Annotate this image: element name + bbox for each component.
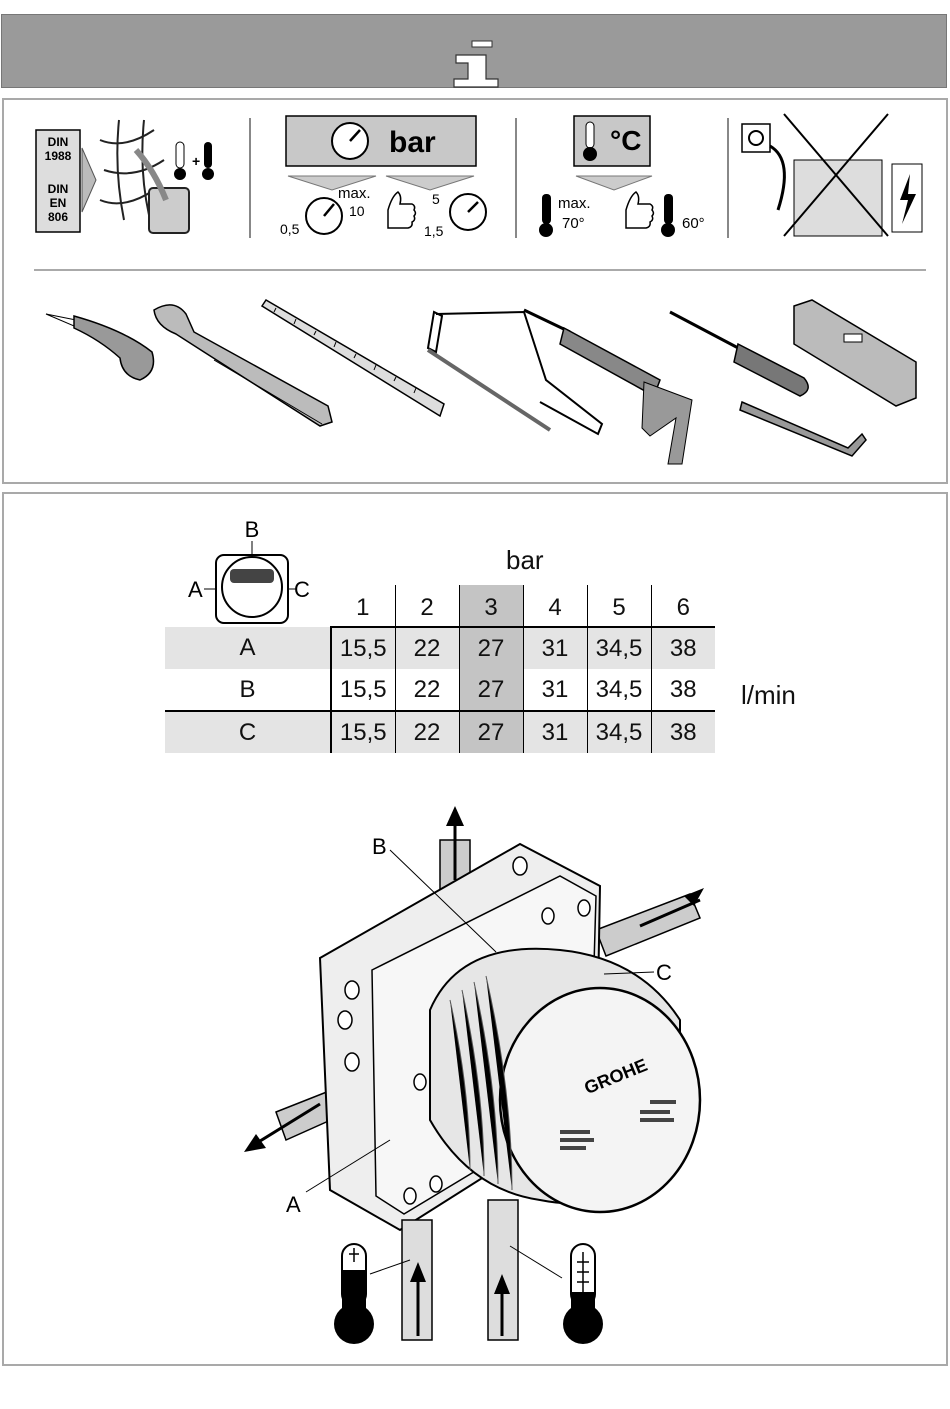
pressure-header: 5 bbox=[587, 585, 651, 627]
table-row: B 15,5 22 27 31 34,5 38 bbox=[165, 669, 715, 711]
table-cell: 34,5 bbox=[587, 627, 651, 669]
table-cell: 34,5 bbox=[587, 669, 651, 711]
flow-rate-table: 1 2 3 4 5 6 A 15,5 22 27 31 34,5 38 B 15… bbox=[165, 585, 715, 753]
callout-label-b: B bbox=[372, 834, 387, 859]
table-header-row: 1 2 3 4 5 6 bbox=[165, 585, 715, 627]
hacksaw-icon bbox=[428, 312, 602, 434]
pressure-max-label: max. bbox=[338, 185, 371, 202]
section-header bbox=[1, 14, 947, 88]
temperature-max: 70° bbox=[562, 215, 585, 232]
pressure-rec-high: 5 bbox=[432, 191, 440, 207]
pressure-header: 1 bbox=[331, 585, 395, 627]
pressure-header: 2 bbox=[395, 585, 459, 627]
table-cell: 27 bbox=[459, 711, 523, 753]
din-label-1: DIN bbox=[48, 135, 69, 149]
table-cell: 27 bbox=[459, 627, 523, 669]
hex-key-icon bbox=[740, 402, 866, 456]
table-cell: 15,5 bbox=[331, 627, 395, 669]
flow-unit: l/min bbox=[741, 680, 796, 711]
row-label: A bbox=[165, 627, 331, 669]
info-icon bbox=[2, 15, 948, 89]
pressure-header: 4 bbox=[523, 585, 587, 627]
pressure-min: 0,5 bbox=[280, 221, 300, 237]
pressure-box: bar 0,5 max. 10 5 1,5 bbox=[280, 116, 486, 239]
inlet-pipe-hot bbox=[488, 1200, 518, 1340]
no-electricity-icon bbox=[742, 114, 922, 236]
table-cell: 34,5 bbox=[587, 711, 651, 753]
table-cell: 31 bbox=[523, 669, 587, 711]
din-standard-box: DIN 1988 DIN EN 806 bbox=[36, 130, 96, 232]
din-label-2: 1988 bbox=[45, 149, 72, 163]
silicone-gun-icon bbox=[524, 310, 692, 464]
table-cell: 31 bbox=[523, 711, 587, 753]
screwdriver-icon bbox=[670, 312, 808, 396]
temperature-unit: °C bbox=[610, 125, 641, 156]
thumbs-up-icon bbox=[388, 192, 416, 228]
table-cell: 15,5 bbox=[331, 669, 395, 711]
spirit-level-icon bbox=[794, 300, 916, 406]
temperature-max-label: max. bbox=[558, 195, 591, 212]
knife-icon bbox=[46, 314, 154, 380]
table-cell: 38 bbox=[651, 711, 715, 753]
table-cell: 31 bbox=[523, 627, 587, 669]
table-cell: 15,5 bbox=[331, 711, 395, 753]
table-cell: 38 bbox=[651, 627, 715, 669]
pressure-axis-unit: bar bbox=[506, 545, 544, 576]
outlet-pipe-c bbox=[596, 888, 704, 956]
mixer-body-illustration: GROHE B C A bbox=[0, 800, 950, 1360]
table-cell: 22 bbox=[395, 627, 459, 669]
callout-label-a: A bbox=[286, 1192, 301, 1217]
temperature-box: °C max. 70° 60° bbox=[539, 116, 705, 237]
prerequisites-panel: DIN 1988 DIN EN 806 + bar bbox=[2, 98, 948, 484]
din-label-4: EN bbox=[50, 196, 67, 210]
din-label-5: 806 bbox=[48, 210, 68, 224]
callout-label-c: C bbox=[656, 960, 672, 985]
table-cell: 22 bbox=[395, 711, 459, 753]
thermometer-pair-icon: + bbox=[174, 142, 214, 180]
outlet-label-b: B bbox=[245, 517, 260, 542]
inlet-pipe-cold bbox=[402, 1220, 432, 1340]
svg-text:+: + bbox=[192, 153, 200, 169]
pressure-header: 6 bbox=[651, 585, 715, 627]
pressure-max: 10 bbox=[349, 203, 365, 219]
table-row: A 15,5 22 27 31 34,5 38 bbox=[165, 627, 715, 669]
table-cell: 27 bbox=[459, 669, 523, 711]
cold-water-thermometer-icon bbox=[334, 1244, 410, 1344]
row-label: C bbox=[165, 711, 331, 753]
pressure-unit: bar bbox=[389, 126, 436, 159]
din-label-3: DIN bbox=[48, 182, 69, 196]
pressure-header: 3 bbox=[459, 585, 523, 627]
table-cell: 38 bbox=[651, 669, 715, 711]
thumbs-up-icon-2 bbox=[626, 192, 654, 228]
hot-water-thermometer-icon bbox=[510, 1244, 603, 1344]
pressure-rec-low: 1,5 bbox=[424, 223, 444, 239]
table-cell: 22 bbox=[395, 669, 459, 711]
row-label: B bbox=[165, 669, 331, 711]
table-row: C 15,5 22 27 31 34,5 38 bbox=[165, 711, 715, 753]
temperature-rec: 60° bbox=[682, 215, 705, 232]
